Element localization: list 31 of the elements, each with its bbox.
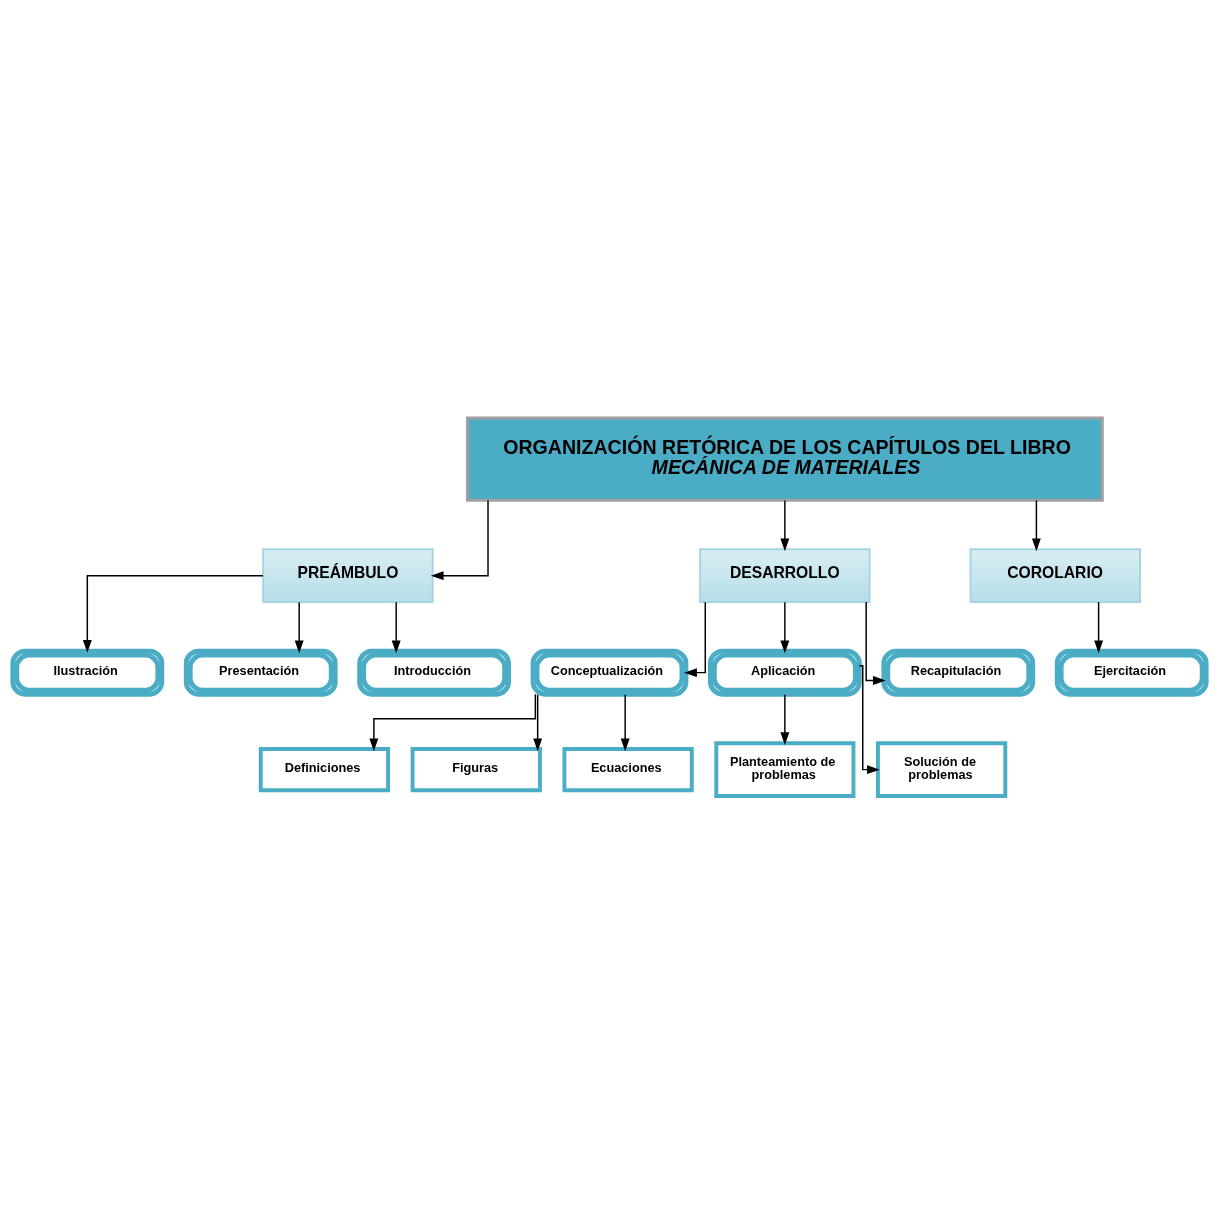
node-box: Ejercitación bbox=[1054, 648, 1209, 697]
arrow bbox=[780, 499, 790, 551]
node-box: Ecuaciones bbox=[562, 746, 694, 792]
arrow bbox=[865, 600, 886, 685]
node-box: ORGANIZACIÓN RETÓRICA DE LOS CAPÍTULOS DEL LIBRO MECÁNICA DE MATERIALES bbox=[465, 415, 1104, 502]
node-box: Definiciones bbox=[258, 746, 391, 792]
node-box: Introducción bbox=[357, 648, 512, 697]
arrow bbox=[1031, 499, 1041, 551]
arrow bbox=[533, 693, 543, 751]
arrow bbox=[1094, 600, 1104, 653]
arrow bbox=[82, 574, 264, 653]
arrow bbox=[858, 664, 880, 774]
arrow bbox=[780, 693, 790, 745]
node-box: Conceptualización bbox=[530, 648, 689, 697]
arrow bbox=[294, 600, 304, 653]
node-box: COROLARIO bbox=[969, 547, 1141, 603]
node-box: Solución de problemas bbox=[876, 740, 1008, 798]
arrow bbox=[391, 600, 401, 653]
node-box: Planteamiento de problemas bbox=[714, 740, 856, 798]
node-box: Presentación bbox=[183, 648, 338, 697]
node-box: DESARROLLO bbox=[699, 547, 871, 603]
node-box: Ilustración bbox=[10, 648, 165, 697]
node-box: Figuras bbox=[410, 746, 542, 792]
arrow bbox=[620, 693, 630, 751]
node-box: Recapitulación bbox=[881, 648, 1036, 697]
arrow bbox=[369, 693, 537, 751]
arrow bbox=[430, 499, 489, 580]
arrow bbox=[684, 600, 706, 677]
node-box: PREÁMBULO bbox=[262, 547, 434, 603]
node-box: Aplicación bbox=[707, 648, 862, 697]
arrow bbox=[780, 600, 790, 653]
